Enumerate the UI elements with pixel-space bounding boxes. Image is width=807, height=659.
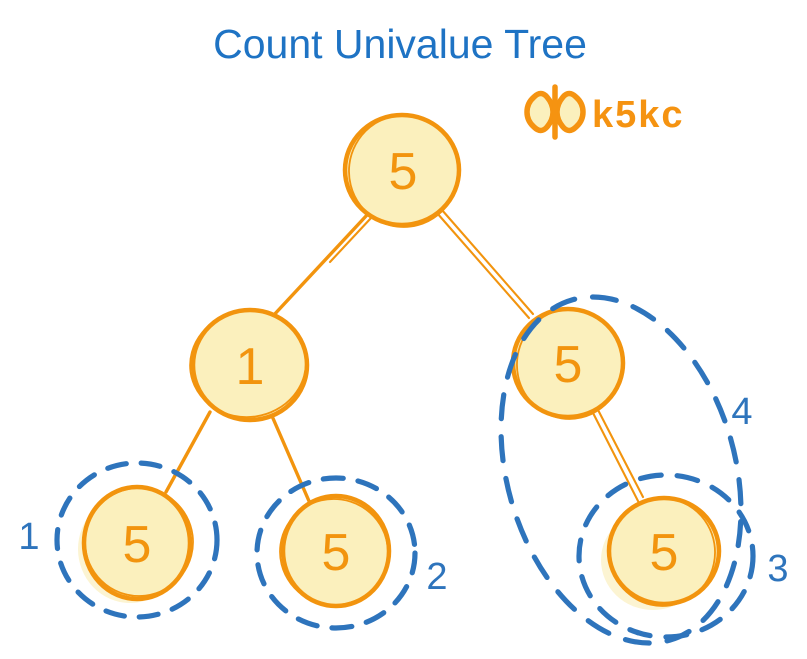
bowtie-right-wing xyxy=(554,90,586,134)
node-circle-sketch xyxy=(84,487,194,597)
diagram-title: Count Univalue Tree xyxy=(213,21,587,67)
annotation-labels: 1 2 3 4 xyxy=(18,391,788,598)
annotation-circle-2 xyxy=(254,475,418,631)
node-value: 5 xyxy=(554,336,583,394)
logo-text: k5kc xyxy=(592,94,685,136)
edge-root-right xyxy=(435,211,531,320)
annotation-label-1: 1 xyxy=(18,516,39,558)
node-value: 1 xyxy=(236,338,265,396)
annotation-label-4: 4 xyxy=(731,391,752,433)
tree-node-right-right: 5 xyxy=(601,495,722,610)
tree-node-root: 5 xyxy=(342,112,462,228)
node-value: 5 xyxy=(123,516,152,574)
annotation-circles xyxy=(54,294,756,646)
bowtie-icon xyxy=(524,84,586,140)
edge-left-leftright xyxy=(270,414,314,510)
edge-root-right-sketch xyxy=(440,208,535,316)
node-value: 5 xyxy=(389,143,418,201)
tree-edges xyxy=(164,208,645,510)
node-circle-sketch xyxy=(189,309,307,419)
node-circle-sketch xyxy=(279,498,389,606)
edge-left-leftleft xyxy=(164,410,212,494)
node-circle xyxy=(280,493,392,609)
tree-node-left-right: 5 xyxy=(279,493,392,609)
node-circle-sketch xyxy=(608,497,716,607)
annotation-circle-1 xyxy=(54,460,220,620)
node-circle xyxy=(81,484,193,602)
edge-right-rightright-sketch xyxy=(594,404,645,499)
edge-right-rightright xyxy=(589,407,640,503)
annotation-label-3: 3 xyxy=(767,548,788,590)
node-circle-sketch xyxy=(348,114,460,228)
logo: k5kc xyxy=(524,84,685,140)
tree-node-right: 5 xyxy=(510,306,626,420)
bowtie-left-wing xyxy=(524,90,556,134)
node-value: 5 xyxy=(650,524,679,582)
tree-node-left: 1 xyxy=(189,307,310,423)
annotation-circle-3 xyxy=(576,472,756,640)
edge-root-left-sketch xyxy=(328,216,373,264)
tree-node-left-left: 5 xyxy=(78,484,194,603)
annotation-circle-4 xyxy=(498,294,744,646)
node-value: 5 xyxy=(322,524,351,582)
annotation-label-2: 2 xyxy=(426,556,447,598)
edge-root-left xyxy=(270,213,369,319)
